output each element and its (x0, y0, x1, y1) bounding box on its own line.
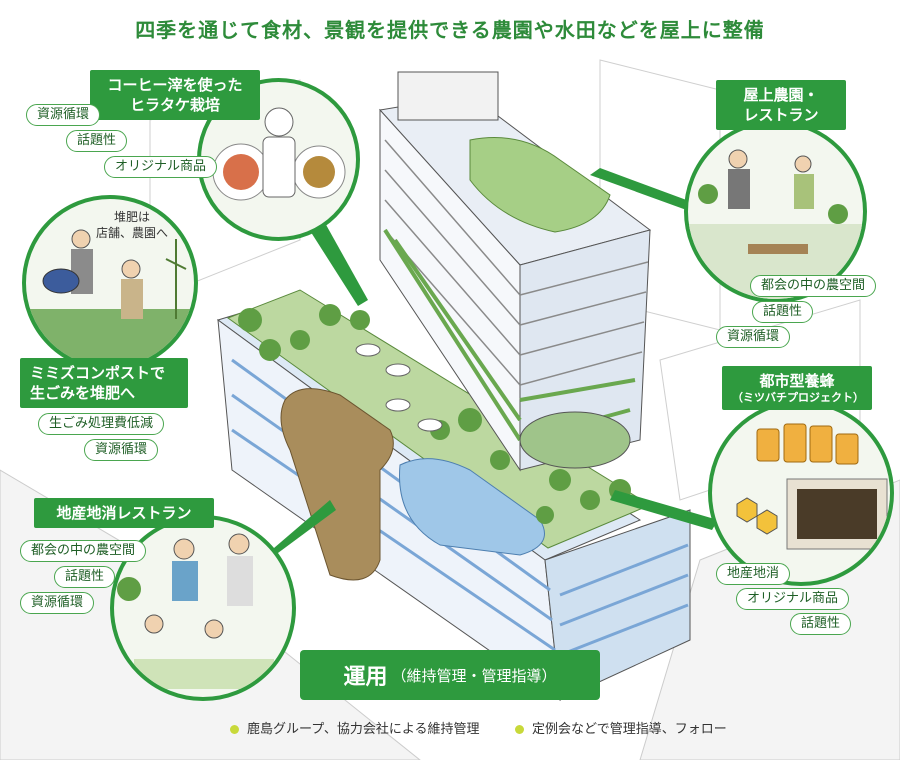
compost-tag-recycling: 資源循環 (84, 439, 159, 461)
beekeeping-label-sub: （ミツバチプロジェクト） (732, 391, 864, 404)
restaurant-tag-recycling: 資源循環 (20, 592, 95, 614)
rooftop-farm-label-line2: レストラン (743, 106, 819, 124)
beekeeping-label: 都市型養蜂 （ミツバチプロジェクト） (722, 366, 872, 410)
operations-main: 運用 (343, 665, 388, 690)
beekeeping-circle (708, 400, 894, 586)
coffee-tag-recycling: 資源循環 (26, 104, 101, 126)
note-guidance-text: 定例会などで管理指導、フォロー (532, 722, 727, 737)
coffee-mushroom-label-line2: ヒラタケ栽培 (129, 96, 220, 114)
bee-tag-buzz: 話題性 (790, 613, 852, 635)
compost-note: 堆肥は 店舗、農園へ (96, 209, 168, 241)
restaurant-tag-buzz: 話題性 (54, 566, 116, 588)
beekeeping-label-main: 都市型養蜂 (759, 372, 835, 390)
rooftop-trees (238, 304, 631, 524)
note-maintenance: 鹿島グループ、協力会社による維持管理 (230, 718, 479, 737)
coffee-mushroom-label-line1: コーヒー滓を使った (107, 76, 243, 94)
compost-tag-cost-reduction: 生ごみ処理費低減 (38, 413, 165, 435)
operations-sub: （維持管理・管理指導） (391, 666, 557, 685)
rooftop-field (280, 388, 394, 581)
chef-dishes-illustration (212, 107, 346, 201)
tower-floor-lines (384, 139, 649, 386)
bullet-dot-icon (515, 725, 524, 734)
rooftop-diners-illustration (688, 149, 863, 299)
page-title: 四季を通じて食材、景観を提供できる農園や水田などを屋上に整備 (135, 18, 765, 42)
coffee-tag-original-product: オリジナル商品 (104, 156, 218, 178)
rooftop-umbrellas (355, 343, 443, 432)
tower-side-facade (519, 229, 651, 471)
rooftop-tag-recycling: 資源循環 (716, 326, 791, 348)
restaurant-tag-urban-farm: 都会の中の農空間 (20, 540, 147, 562)
restaurant-diners-illustration (117, 533, 274, 689)
compost-note-line1: 堆肥は (114, 210, 151, 224)
worm-compost-label-line1: ミミズコンポストで (30, 364, 166, 382)
note-guidance: 定例会などで管理指導、フォロー (515, 718, 727, 737)
rooftop-tag-urban-farm: 都会の中の農空間 (750, 275, 877, 297)
coffee-tag-buzz: 話題性 (66, 130, 128, 152)
rooftop-farm-label: 屋上農園・ レストラン (716, 80, 846, 130)
compost-circle: 堆肥は 店舗、農園へ (22, 195, 198, 371)
operations-banner: 運用 （維持管理・管理指導） (300, 650, 600, 700)
note-maintenance-text: 鹿島グループ、協力会社による維持管理 (247, 722, 480, 737)
local-restaurant-label: 地産地消レストラン (34, 498, 214, 528)
bee-tag-local-consumption: 地産地消 (716, 563, 791, 585)
rooftop-tag-buzz: 話題性 (752, 301, 814, 323)
bullet-dot-icon (230, 725, 239, 734)
tower-rooftop-farm (469, 137, 611, 233)
rooftop-farm-label-line1: 屋上農園・ (743, 86, 819, 104)
rooftop-rice-paddy (399, 458, 545, 556)
rooftop-penthouse (397, 71, 499, 121)
compost-note-line2: 店舗、農園へ (96, 226, 169, 240)
tower-base-garden (519, 411, 631, 469)
worm-compost-label-line2: 生ごみを堆肥へ (30, 384, 136, 402)
coffee-mushroom-label: コーヒー滓を使った ヒラタケ栽培 (90, 70, 260, 120)
worm-compost-label: ミミズコンポストで 生ごみを堆肥へ (20, 358, 188, 408)
bee-tag-original-product: オリジナル商品 (736, 588, 850, 610)
honey-jars-illustration (736, 423, 888, 550)
